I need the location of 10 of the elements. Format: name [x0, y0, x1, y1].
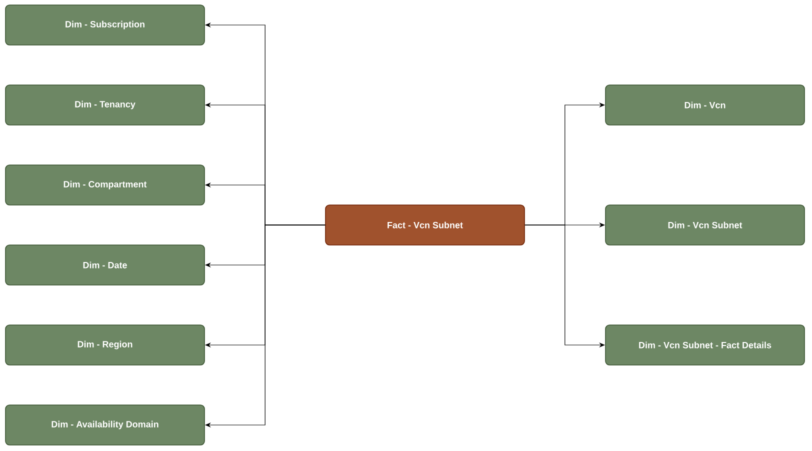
dimension-box: Dim - Subscription — [5, 4, 205, 46]
dimension-box: Dim - Compartment — [5, 164, 205, 206]
dimension-box: Dim - Vcn — [605, 84, 805, 126]
dimension-box: Dim - Vcn Subnet — [605, 204, 805, 246]
dimension-box: Dim - Date — [5, 244, 205, 286]
fact-box: Fact - Vcn Subnet — [325, 204, 525, 246]
dimension-box: Dim - Vcn Subnet - Fact Details — [605, 324, 805, 366]
dimension-box: Dim - Tenancy — [5, 84, 205, 126]
dimension-box: Dim - Region — [5, 324, 205, 366]
dimension-box: Dim - Availability Domain — [5, 404, 205, 446]
